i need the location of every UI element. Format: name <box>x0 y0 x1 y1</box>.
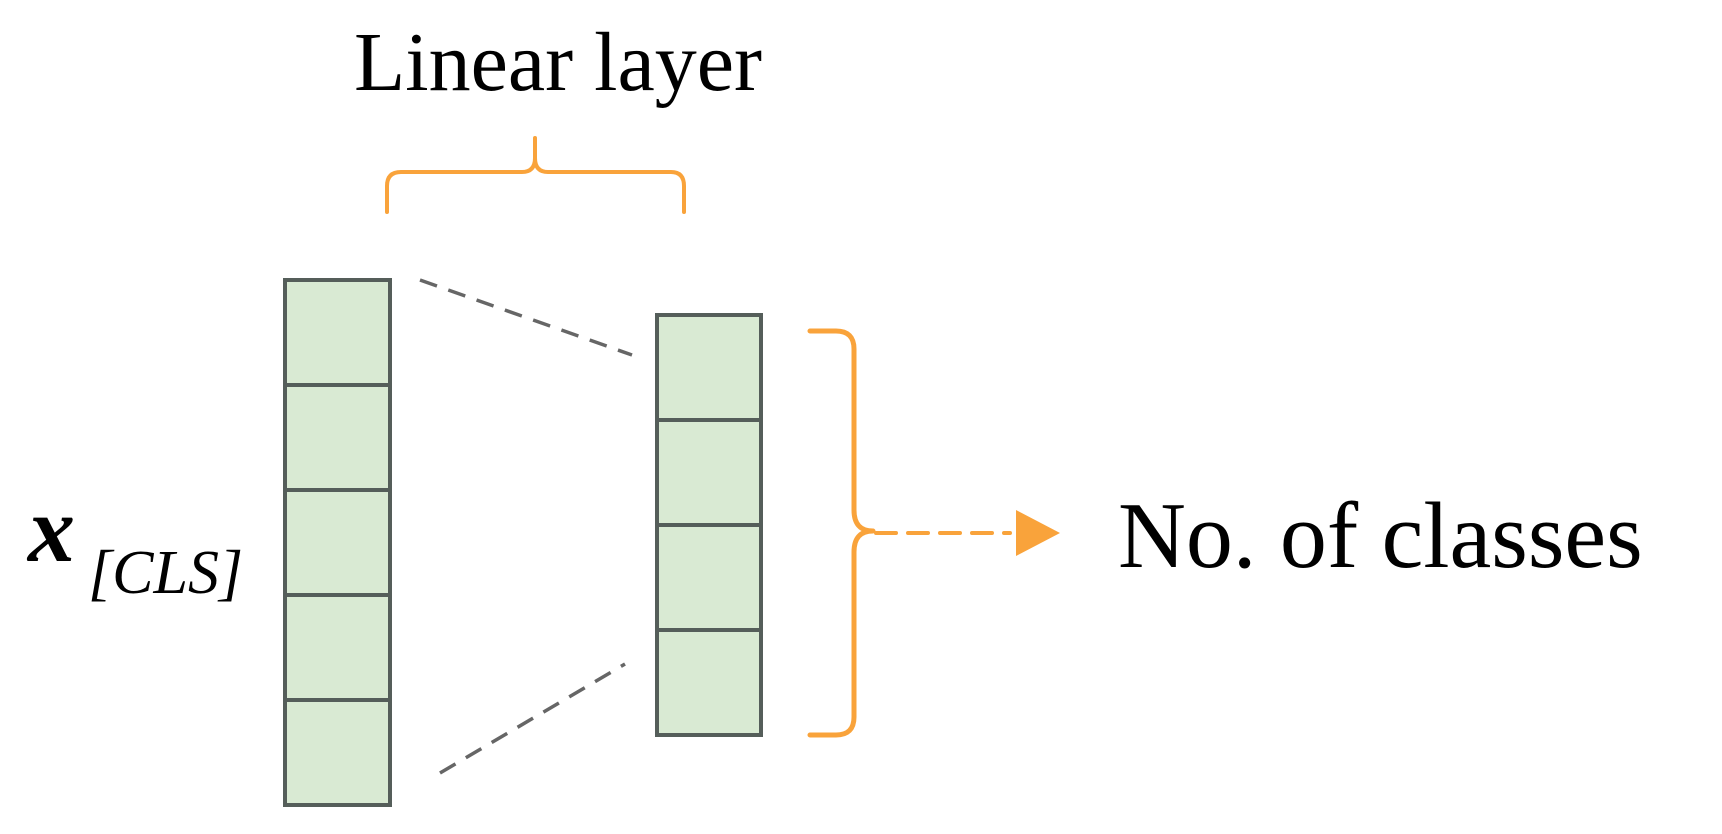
projection-line-bottom <box>439 662 626 775</box>
output-vector-cell-3 <box>655 523 763 632</box>
input-vector <box>283 278 392 807</box>
linear-layer-title: Linear layer <box>354 16 762 109</box>
input-vector-cell-5 <box>283 698 392 807</box>
input-vector-cell-2 <box>283 383 392 492</box>
input-vector-cell-1 <box>283 278 392 387</box>
output-vector-cell-2 <box>655 418 763 527</box>
output-vector <box>655 313 763 737</box>
output-vector-cell-1 <box>655 313 763 422</box>
output-label: No. of classes <box>1118 484 1643 588</box>
input-vector-subscript: [CLS] <box>88 539 243 607</box>
output-vector-cell-4 <box>655 628 763 737</box>
output-arrow-head <box>1016 510 1060 556</box>
input-vector-cell-3 <box>283 488 392 597</box>
input-vector-cell-4 <box>283 593 392 702</box>
input-vector-symbol: x <box>26 478 75 582</box>
linear-layer-brace <box>385 136 686 214</box>
input-vector-label: x [CLS] <box>26 478 243 607</box>
projection-line-top <box>419 278 633 357</box>
output-bracket <box>807 328 876 738</box>
